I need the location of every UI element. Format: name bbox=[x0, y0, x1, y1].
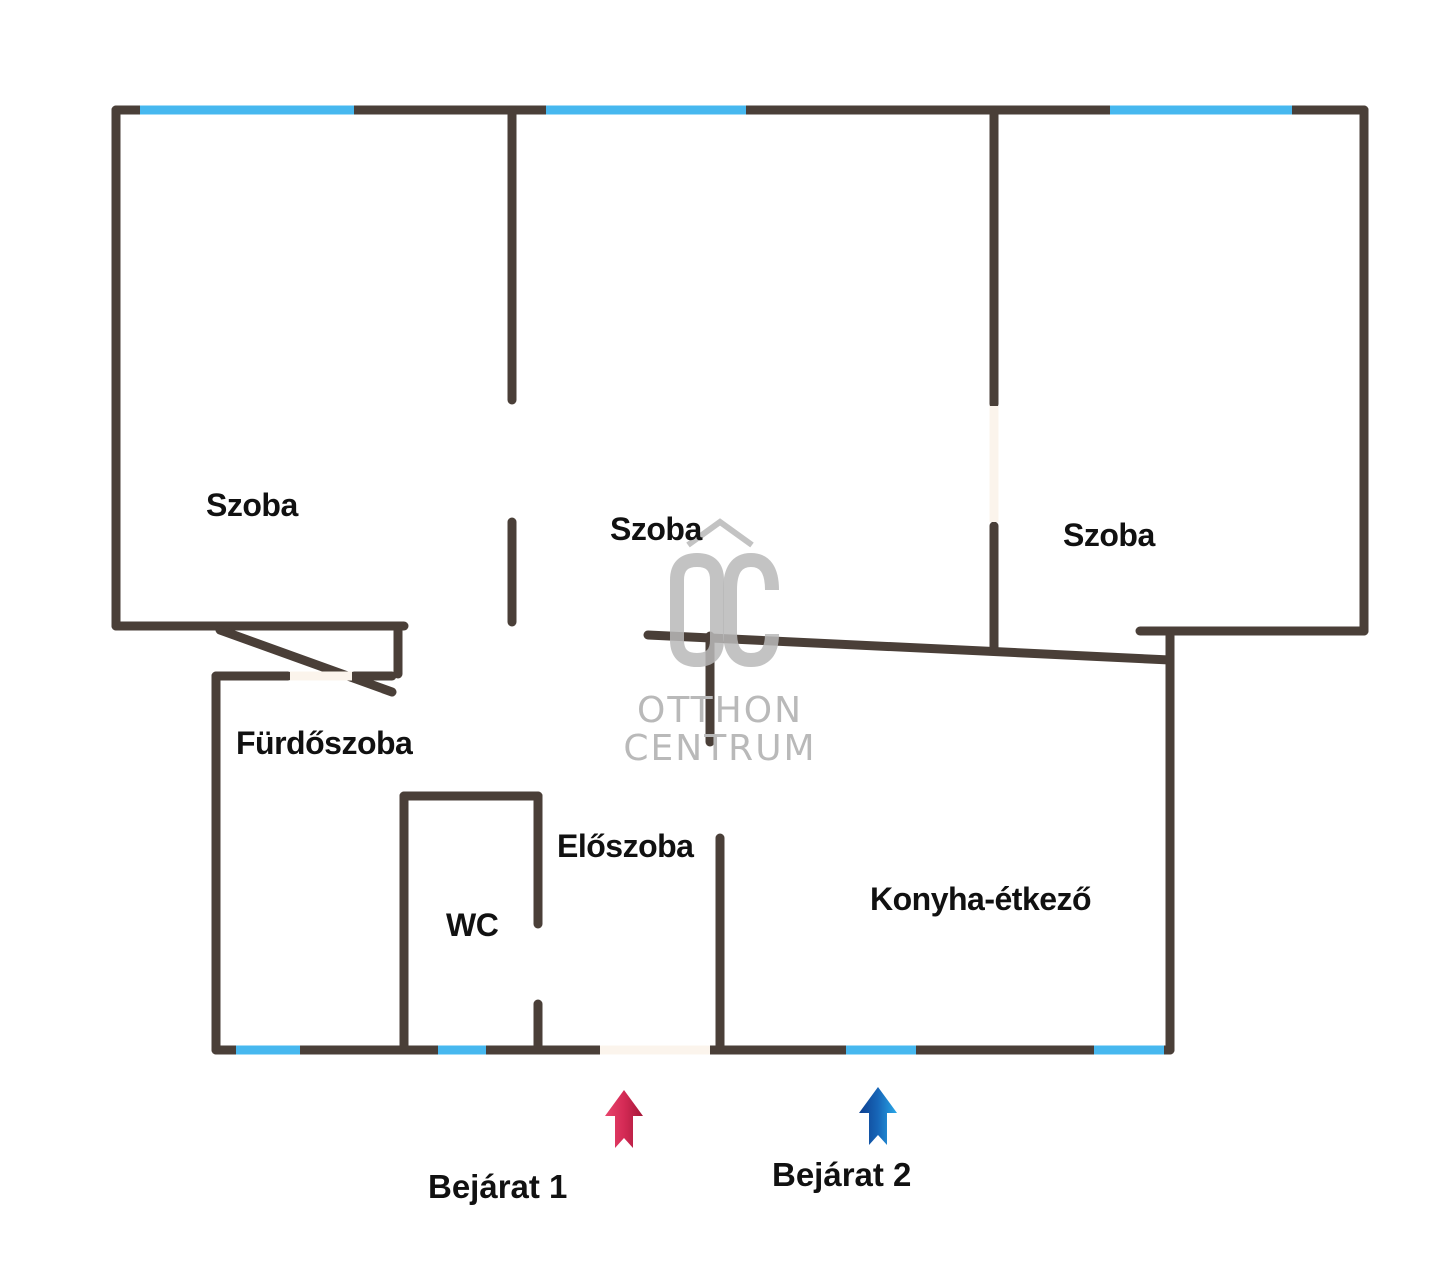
otthon-centrum-logo: OTTHON CENTRUM bbox=[623, 518, 816, 769]
wall-door-swing bbox=[215, 625, 397, 697]
entrance-2-label: Bejárat 2 bbox=[772, 1156, 911, 1193]
room-label-center: Szoba bbox=[610, 511, 702, 547]
logo-c-shape bbox=[723, 552, 779, 668]
logo-line-2: CENTRUM bbox=[623, 728, 816, 769]
logo-o-shape bbox=[670, 552, 724, 668]
entrance-1-label: Bejárat 1 bbox=[428, 1168, 567, 1205]
entrance-2-arrow-icon bbox=[859, 1087, 897, 1145]
entrance-arrows: Bejárat 1 Bejárat 2 bbox=[428, 1087, 911, 1205]
room-label-hallway: Előszoba bbox=[557, 828, 694, 864]
room-label-bathroom: Fürdőszoba bbox=[236, 725, 413, 761]
room-labels: Szoba Szoba Szoba Fürdőszoba WC Előszoba… bbox=[206, 487, 1156, 943]
walls bbox=[111, 105, 1369, 1055]
doors bbox=[290, 406, 999, 1055]
logo-line-1: OTTHON bbox=[637, 690, 803, 731]
room-label-left: Szoba bbox=[206, 487, 298, 523]
logo-roof-mark bbox=[686, 518, 754, 548]
entrance-1-arrow-icon bbox=[605, 1090, 643, 1148]
room-label-right: Szoba bbox=[1063, 517, 1155, 553]
room-label-wc: WC bbox=[446, 907, 499, 943]
windows bbox=[140, 105, 1292, 1055]
room-label-kitchen: Konyha-étkező bbox=[870, 881, 1091, 917]
